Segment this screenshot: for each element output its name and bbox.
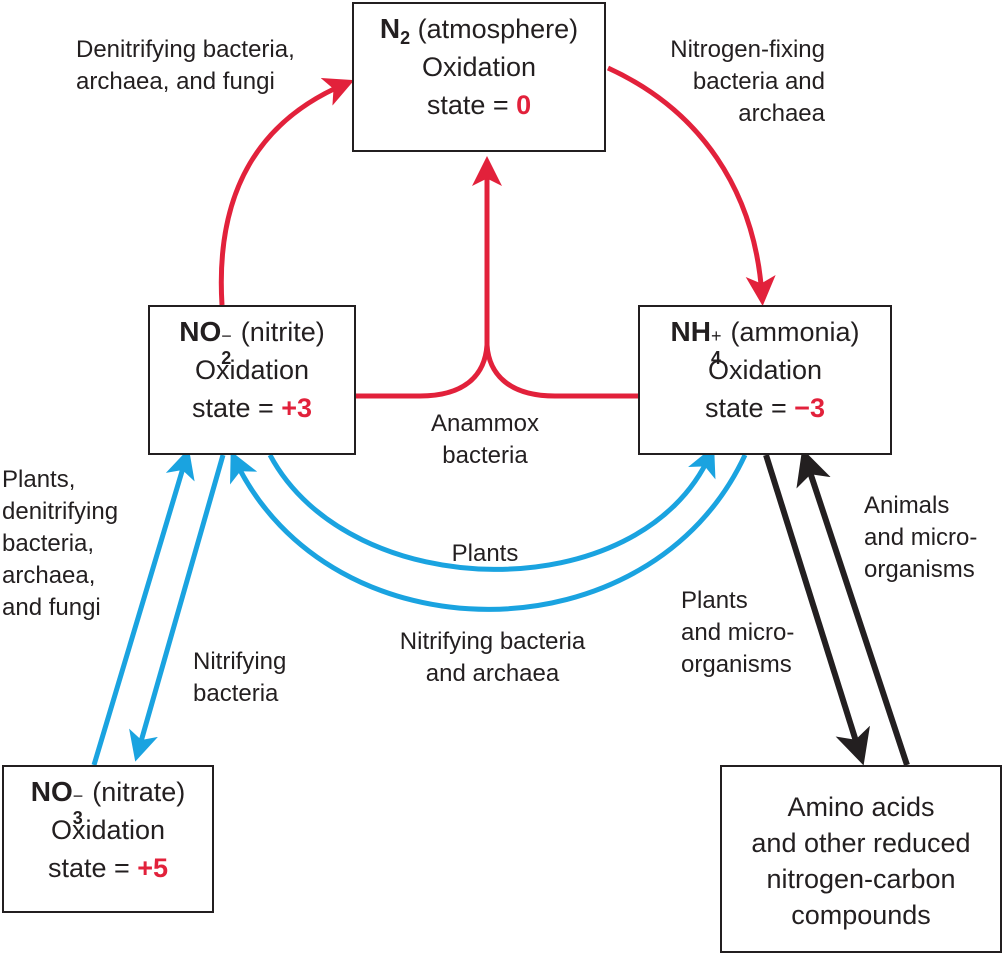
ammonia-oxidation-state: state = −3 [704, 393, 826, 423]
nitrite-header: NO−2 (nitrite) [150, 313, 354, 368]
nitrate-state-value: +5 [137, 853, 169, 883]
nitrite-state-value: +3 [281, 393, 313, 423]
nitrate-formula: NO [30, 776, 73, 807]
animals-microorganisms-label: Animals and micro- organisms [864, 492, 978, 583]
nitrate-name: (nitrate) [92, 777, 186, 807]
anammox-right-branch [484, 344, 638, 399]
amino-line: Amino acids [787, 792, 935, 822]
nitrite-oxidation-label: Oxidation [194, 355, 310, 385]
plants-denitrifying-label: Plants, denitrifying bacteria, archaea, … [2, 466, 119, 621]
n2-atmosphere-box: N2 (atmosphere) Oxidation state = 0 [352, 2, 606, 152]
anammox-left-branch [356, 344, 490, 399]
n2-name: (atmosphere) [417, 14, 579, 44]
denitrifying-label: Denitrifying bacteria, archaea, and fung… [76, 36, 295, 95]
amino-acids-box: Amino acids and other reduced nitrogen-c… [720, 765, 1002, 953]
nitrate-oxidation-label: Oxidation [50, 815, 166, 845]
ammonia-box: NH+4 (ammonia) Oxidation state = −3 [638, 305, 892, 455]
nitrogen-fixing-label: Nitrogen-fixing bacteria and archaea [670, 36, 825, 127]
assimilation-arrow [763, 454, 870, 766]
plants-arc-label: Plants [451, 540, 519, 567]
ammonia-header: NH+4 (ammonia) [640, 313, 890, 368]
nitrate-box: NO−3 (nitrate) Oxidation state = +5 [2, 765, 214, 913]
nitrate-to-nitrite-arrow [91, 448, 195, 766]
ammonia-subscript: 4 [710, 348, 721, 368]
nitrite-oxidation-state: state = +3 [191, 393, 313, 423]
nitrifying-bacteria-label: Nitrifying bacteria [193, 648, 287, 707]
anammox-label: Anammox bacteria [430, 410, 540, 469]
ammonia-name: (ammonia) [730, 317, 860, 347]
nitrate-oxidation-state: state = +5 [47, 853, 169, 883]
amino-line: and other reduced [751, 828, 971, 858]
n2-oxidation-label: Oxidation [421, 52, 537, 82]
plants-microorganisms-label: Plants and micro- organisms [681, 587, 795, 678]
amino-line: compounds [791, 900, 931, 930]
nitrogen-fixation-arrow [606, 65, 776, 306]
n2-header: N2 (atmosphere) [354, 10, 604, 48]
n2-formula: N [379, 13, 401, 44]
nitrifying-arc-arrow [230, 450, 748, 612]
ammonia-state-value: −3 [794, 393, 826, 423]
ammonia-formula: NH [670, 316, 711, 347]
nitrite-box: NO−2 (nitrite) Oxidation state = +3 [148, 305, 356, 455]
nitrifying-arc-label: Nitrifying bacteria and archaea [399, 628, 586, 687]
nitrite-charge: − [221, 326, 232, 346]
nitrate-charge: − [72, 786, 84, 806]
mineralization-arrow [796, 448, 910, 766]
plants-arc-arrow [267, 445, 716, 572]
n2-state-value: 0 [516, 90, 532, 120]
amino-line: nitrogen-carbon [766, 864, 956, 894]
nitrate-subscript: 3 [72, 808, 83, 828]
nitrite-to-nitrate-arrow [129, 454, 226, 762]
nitrite-subscript: 2 [221, 348, 232, 368]
denitrification-arrow [218, 77, 355, 306]
ammonia-oxidation-label: Oxidation [707, 355, 823, 385]
ammonia-charge: + [710, 326, 722, 346]
nitrate-header: NO−3 (nitrate) [4, 773, 212, 828]
n2-subscript: 2 [400, 28, 411, 48]
nitrite-formula: NO [179, 316, 222, 347]
n2-oxidation-state: state = 0 [426, 90, 532, 120]
nitrite-name: (nitrite) [240, 317, 325, 347]
